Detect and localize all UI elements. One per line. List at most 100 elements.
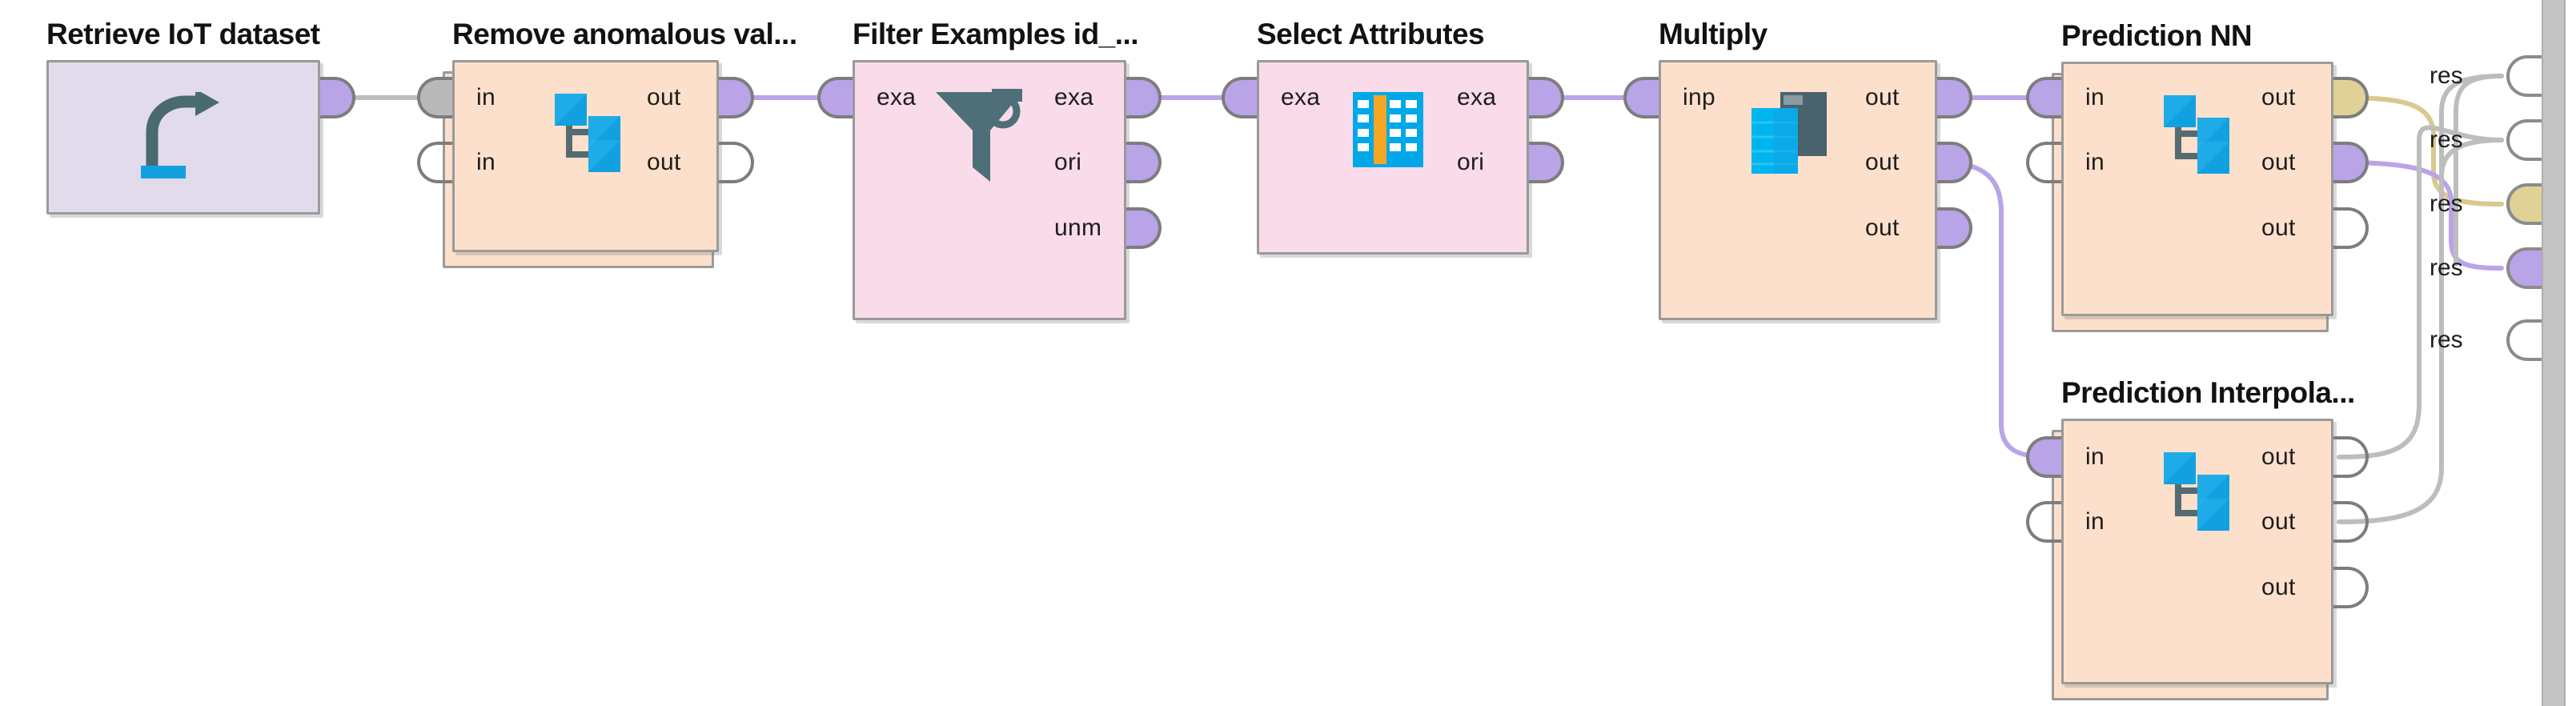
input-port-label: in — [476, 149, 496, 175]
port-cap — [2333, 436, 2369, 478]
input-port-label: exa — [1281, 84, 1321, 110]
input-port-label: inp — [1683, 84, 1715, 110]
port-cap — [1529, 142, 1564, 183]
operator-node-filter-examples[interactable]: Filter Examples id_... — [853, 19, 1139, 320]
output-port-label: out — [2261, 443, 2296, 470]
operator-node-multiply[interactable]: Multiply — [1659, 19, 1937, 320]
output-port-retrieve-iot-dataset-0[interactable] — [320, 77, 355, 118]
result-port-label: res — [2430, 126, 2463, 153]
operator-body[interactable] — [2061, 419, 2333, 684]
output-port-select-attributes-0[interactable] — [1529, 77, 1564, 118]
input-port-remove-anomalous-values-0[interactable] — [417, 77, 452, 118]
output-port-label: out — [647, 149, 681, 175]
subprocess-blocks-icon — [2164, 95, 2229, 174]
output-port-label: out — [2261, 215, 2296, 241]
input-port-select-attributes-0[interactable] — [1222, 77, 1257, 118]
operator-node-remove-anomalous-values[interactable]: Remove anomalous val... — [443, 19, 797, 268]
input-port-prediction-interpolation-0[interactable] — [2026, 436, 2061, 478]
result-port-0[interactable] — [2506, 55, 2542, 97]
wire-res2-curve — [2439, 138, 2504, 339]
operator-title: Retrieve IoT dataset — [46, 18, 320, 50]
port-cap — [1937, 77, 1972, 118]
input-port-prediction-interpolation-1[interactable] — [2026, 501, 2061, 543]
input-port-filter-examples-0[interactable] — [817, 77, 853, 118]
operator-body[interactable] — [46, 60, 320, 215]
port-cap — [1126, 77, 1162, 118]
port-cap — [1126, 142, 1162, 183]
operator-node-prediction-interpolation[interactable]: Prediction Interpola... — [2052, 378, 2355, 700]
port-cap — [1623, 77, 1659, 118]
output-port-label: exa — [1054, 84, 1094, 110]
output-port-filter-examples-0[interactable] — [1126, 77, 1162, 118]
port-cap — [2333, 567, 2369, 608]
result-port-label: res — [2430, 62, 2463, 89]
port-cap — [817, 77, 853, 118]
input-port-label: in — [2085, 508, 2105, 535]
output-port-label: out — [2261, 84, 2296, 110]
subprocess-blocks-icon — [2157, 449, 2244, 535]
port-cap — [1126, 207, 1162, 249]
result-port-label: res — [2430, 191, 2463, 217]
input-port-label: in — [476, 84, 496, 110]
operator-body[interactable] — [2061, 62, 2333, 316]
port-cap — [320, 77, 355, 118]
operator-title: Filter Examples id_... — [853, 18, 1139, 50]
result-port-1[interactable] — [2506, 119, 2542, 161]
operator-node-select-attributes[interactable]: Select Attributes — [1257, 19, 1529, 255]
output-port-prediction-interpolation-1[interactable] — [2333, 501, 2369, 543]
input-port-prediction-nn-0[interactable] — [2026, 77, 2061, 118]
output-port-prediction-nn-2[interactable] — [2333, 207, 2369, 249]
subprocess-blocks-icon — [548, 90, 635, 176]
output-port-remove-anomalous-values-0[interactable] — [719, 77, 754, 118]
port-cap — [417, 142, 452, 183]
port-cap — [2026, 77, 2061, 118]
output-port-prediction-interpolation-0[interactable] — [2333, 436, 2369, 478]
port-cap — [2333, 501, 2369, 543]
output-port-multiply-0[interactable] — [1937, 77, 1972, 118]
operator-body[interactable] — [1257, 60, 1529, 255]
input-port-label: in — [2085, 84, 2105, 110]
subprocess-blocks-icon — [2164, 452, 2229, 531]
input-port-multiply-0[interactable] — [1623, 77, 1659, 118]
table-column-icon — [1353, 92, 1423, 167]
subprocess-blocks-icon — [555, 94, 620, 172]
result-port-4[interactable] — [2506, 319, 2542, 361]
output-port-remove-anomalous-values-1[interactable] — [719, 142, 754, 183]
output-port-multiply-2[interactable] — [1937, 207, 1972, 249]
result-port-3[interactable] — [2506, 247, 2542, 289]
port-cap — [719, 77, 754, 118]
wire-res1-curve — [2454, 74, 2504, 267]
result-port-label: res — [2430, 327, 2463, 353]
operator-title: Multiply — [1659, 18, 1767, 50]
input-port-label: in — [2085, 149, 2105, 175]
output-port-select-attributes-1[interactable] — [1529, 142, 1564, 183]
input-port-remove-anomalous-values-1[interactable] — [417, 142, 452, 183]
port-cap — [2506, 247, 2542, 289]
output-port-label: exa — [1457, 84, 1497, 110]
input-port-prediction-nn-1[interactable] — [2026, 142, 2061, 183]
output-port-label: out — [1865, 149, 1900, 175]
operator-node-prediction-nn[interactable]: Prediction NN — [2052, 21, 2333, 332]
port-cap — [2333, 142, 2369, 183]
operator-title: Prediction NN — [2061, 19, 2253, 52]
port-cap — [1222, 77, 1257, 118]
port-cap — [2026, 501, 2061, 543]
funnel-icon — [933, 87, 1029, 192]
multiply-copy-icon — [1751, 92, 1827, 174]
output-port-prediction-nn-1[interactable] — [2333, 142, 2369, 183]
input-port-label: in — [2085, 443, 2105, 470]
output-port-filter-examples-1[interactable] — [1126, 142, 1162, 183]
output-port-prediction-nn-0[interactable] — [2333, 77, 2369, 118]
port-cap — [1529, 77, 1564, 118]
output-port-filter-examples-2[interactable] — [1126, 207, 1162, 249]
port-cap — [2333, 207, 2369, 249]
output-port-multiply-1[interactable] — [1937, 142, 1972, 183]
port-cap — [2506, 119, 2542, 161]
multiply-copy-icon — [1745, 90, 1833, 183]
operator-node-retrieve-iot-dataset[interactable]: Retrieve IoT dataset — [46, 19, 320, 215]
output-port-prediction-interpolation-2[interactable] — [2333, 567, 2369, 608]
result-port-2[interactable] — [2506, 183, 2542, 225]
port-cap — [2506, 55, 2542, 97]
operator-title: Prediction Interpola... — [2061, 376, 2355, 409]
